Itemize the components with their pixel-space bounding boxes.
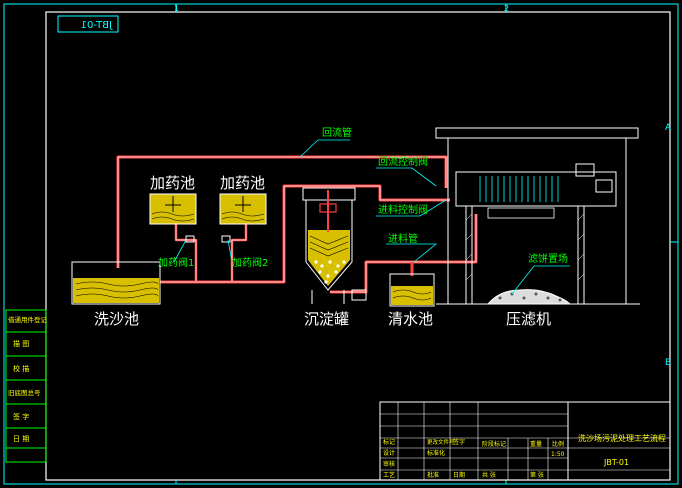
filter-press [455,163,617,304]
label-clean-water-tank: 清水池 [388,310,433,328]
grid-ticks [175,4,678,484]
filter-cake-pile [486,289,572,305]
sand-wash-tank [71,261,161,305]
title-block-drawing-title: 洗沙场污泥处理工艺流程 [578,433,666,443]
dosing-valve-2-symbol [221,235,231,243]
inner-frame [45,11,671,481]
label-dosing-valve-1: 加药阀1 [158,256,194,269]
grid-row-a: A [665,123,672,133]
callout-lines [173,139,570,295]
left-strip-row1: 借通用件登记 [8,315,48,324]
grid-row-b: B [665,358,671,368]
title-block [379,401,671,481]
title-block-stage-mark: 阶段标记 [482,440,506,448]
title-block-approve: 批准 [427,471,439,479]
title-block-scale-label: 比例 [552,440,564,448]
left-strip-table [5,309,47,463]
label-return-pipe: 回流管 [322,126,352,139]
sedimentation-tank [302,187,367,304]
title-block-process: 工艺 [383,471,395,479]
dosing-tank-2 [219,193,267,225]
outer-frame [3,3,679,485]
grid-col-1: 1 [174,4,179,13]
grid-col-2: 2 [504,4,509,13]
title-block-scale: 1:50 [551,451,565,458]
title-block-change-doc: 更改文件号 [427,438,455,446]
left-strip-row5: 签 字 [13,412,29,421]
label-feed-pipe: 进料管 [388,232,418,245]
left-strip-row4: 旧底图总号 [8,388,41,397]
left-strip-row6: 日 期 [13,435,29,443]
label-filter-cake-pile: 滤饼置场 [528,252,568,265]
title-block-design: 设计 [383,449,395,457]
label-sedimentation-tank: 沉淀罐 [304,310,349,328]
flipped-number-box [57,15,119,33]
title-block-signature: 签字 [453,438,465,446]
label-filter-press: 压滤机 [506,310,551,328]
label-dosing-tank-2: 加药池 [220,174,265,192]
label-sand-wash-tank: 洗沙池 [94,310,139,328]
label-feed-control-valve: 进料控制阀 [378,203,428,216]
title-block-drawing-number: JBT-01 [603,458,629,467]
label-dosing-tank-1: 加药池 [150,174,195,192]
dosing-tank-1 [149,193,197,225]
clean-water-tank [389,273,435,307]
title-block-date: 日期 [453,471,465,479]
label-return-control-valve: 回流控制阀 [378,155,428,168]
left-strip-row2: 描 图 [13,339,29,348]
filter-press-shed [435,127,640,305]
title-block-weight: 重量 [530,440,542,448]
title-block-standard: 标准化 [427,449,445,457]
title-block-count: 共 张 [482,471,496,479]
title-block-sheet: 第 张 [530,471,544,479]
left-strip-row3: 校 描 [13,364,29,373]
dosing-valve-1-symbol [185,235,195,243]
title-block-mark: 标记 [383,438,395,446]
label-dosing-valve-2: 加药阀2 [232,256,268,269]
title-block-review: 审核 [383,460,395,468]
flipped-drawing-number: JBT-01 [81,20,113,31]
